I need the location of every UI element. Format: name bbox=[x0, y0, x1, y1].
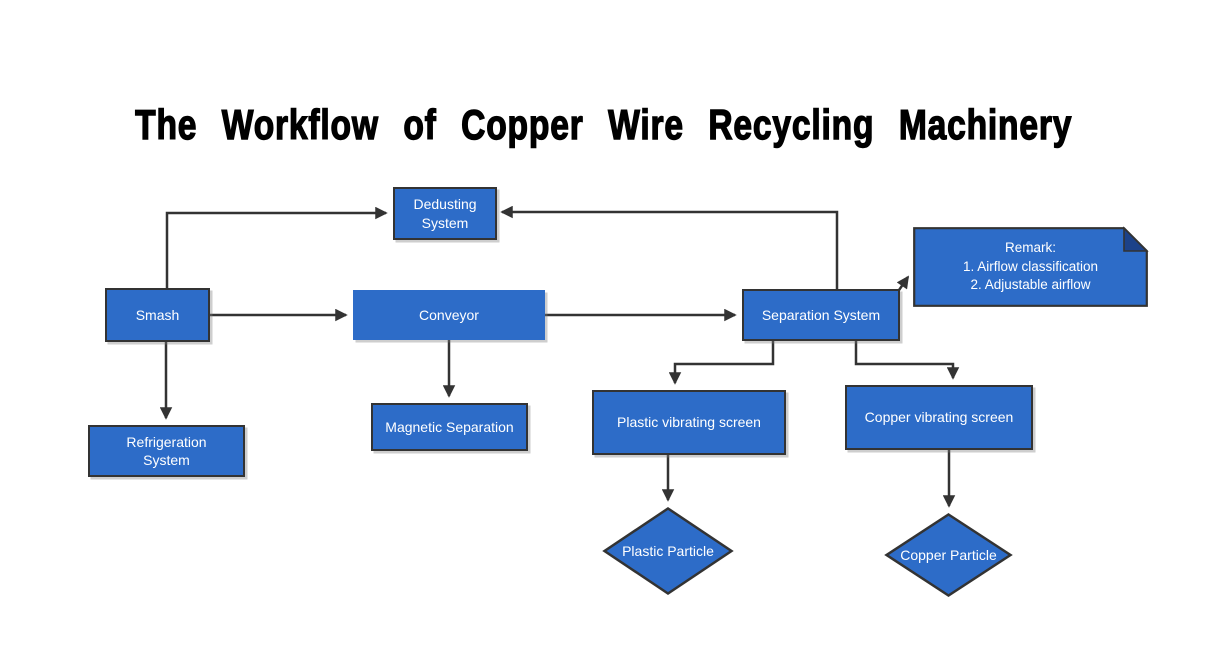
node-magnetic-separation: Magnetic Separation bbox=[371, 403, 528, 451]
node-dedusting-system: Dedusting System bbox=[393, 187, 497, 240]
edge-separation-to-plastic-screen bbox=[668, 341, 775, 385]
node-conveyor: Conveyor bbox=[353, 290, 545, 340]
diagram-title: The Workflow of Copper Wire Recycling Ma… bbox=[134, 100, 1073, 148]
node-smash: Smash bbox=[105, 288, 210, 342]
edge-smash-to-dedusting bbox=[165, 206, 388, 288]
node-remark-note: Remark: 1. Airflow classification 2. Adj… bbox=[913, 226, 1149, 307]
edge-separation-to-copper-screen bbox=[854, 341, 960, 380]
node-plastic-particle: Plastic Particle bbox=[602, 506, 734, 596]
edge-separation-to-dedusting bbox=[500, 205, 839, 289]
note-text: Remark: 1. Airflow classification 2. Adj… bbox=[962, 239, 1099, 293]
node-refrigeration-system: Refrigeration System bbox=[88, 425, 245, 477]
diagram-title-row: The Workflow of Copper Wire Recycling Ma… bbox=[0, 100, 1207, 149]
node-copper-vibrating-screen: Copper vibrating screen bbox=[845, 385, 1033, 450]
diamond-label: Copper Particle bbox=[900, 547, 997, 563]
diamond-label: Plastic Particle bbox=[622, 543, 714, 559]
note-shape bbox=[913, 226, 1149, 307]
node-copper-particle: Copper Particle bbox=[884, 513, 1013, 597]
diamond-shape bbox=[602, 506, 734, 596]
note-body bbox=[913, 227, 1148, 307]
node-plastic-vibrating-screen: Plastic vibrating screen bbox=[592, 390, 786, 455]
node-separation-system: Separation System bbox=[742, 289, 900, 341]
note-fold-corner-icon bbox=[1123, 226, 1149, 252]
diamond-shape bbox=[884, 513, 1013, 597]
